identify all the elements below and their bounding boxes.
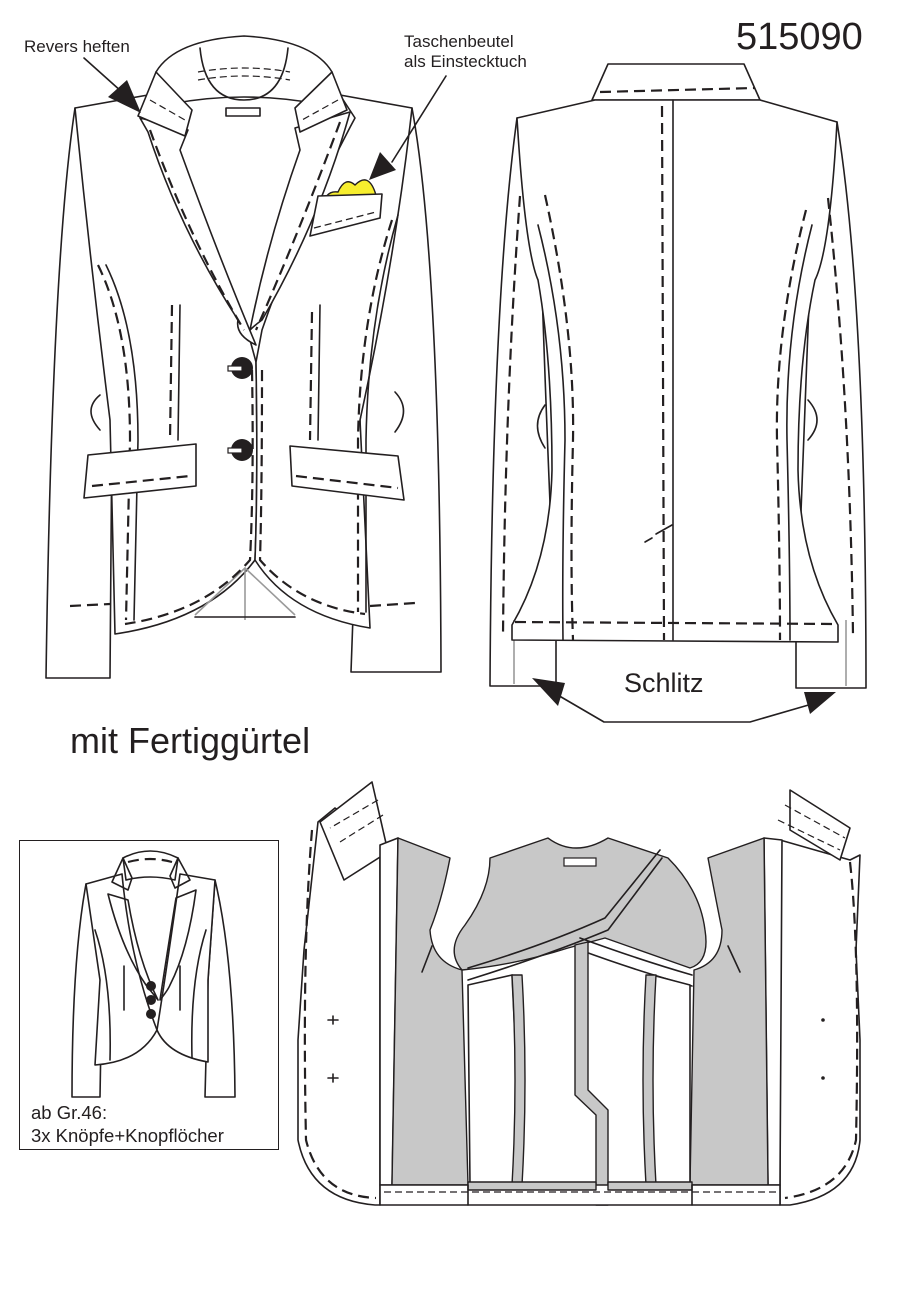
inset-jacket-front [71,850,236,1098]
label-slit: Schlitz [624,668,704,698]
front-left-collar [137,71,193,137]
front-left-lapel [139,117,257,346]
inside-left-collar [319,781,389,881]
front-collar-band [155,35,333,105]
label-belt: mit Fertiggürtel [70,720,311,761]
jacket-inside-view [297,781,861,1206]
arrow-slit-right [804,692,836,714]
front-hanger-label [225,107,261,117]
model-number: 515090 [736,16,863,58]
label-pocket-line1: Taschenbeutel [404,32,514,51]
size-note-line1: ab Gr.46: [31,1102,108,1123]
inside-right-front [779,839,861,1206]
lining-center-back-seam [574,941,609,1206]
back-collar [591,63,761,101]
lining-left-front [391,837,469,1186]
front-right-pocket-flap [289,445,405,501]
label-pocket-square: Taschenbeutel als Einstecktuch [404,32,527,72]
back-body [511,99,839,643]
size-note-line2: 3x Knöpfe+Knopflöcher [31,1125,224,1146]
label-revers: Revers heften [24,37,130,56]
jacket-front-view [45,35,442,679]
inside-hanger-label [563,857,597,867]
arrow-pocket-square [369,152,396,180]
label-pocket-line2: als Einstecktuch [404,52,527,71]
front-breast-pocket [309,193,383,237]
inside-right-collar [789,789,851,861]
annotation-arrows [83,57,447,180]
arrow-revers [108,80,141,113]
size-variant-note: ab Gr.46: 3x Knöpfe+Knopflöcher [31,1101,224,1147]
lining-right-front [689,837,769,1186]
size-variant-box [19,840,279,1150]
arrow-slit-left [532,678,565,706]
jacket-back-view [489,63,867,723]
